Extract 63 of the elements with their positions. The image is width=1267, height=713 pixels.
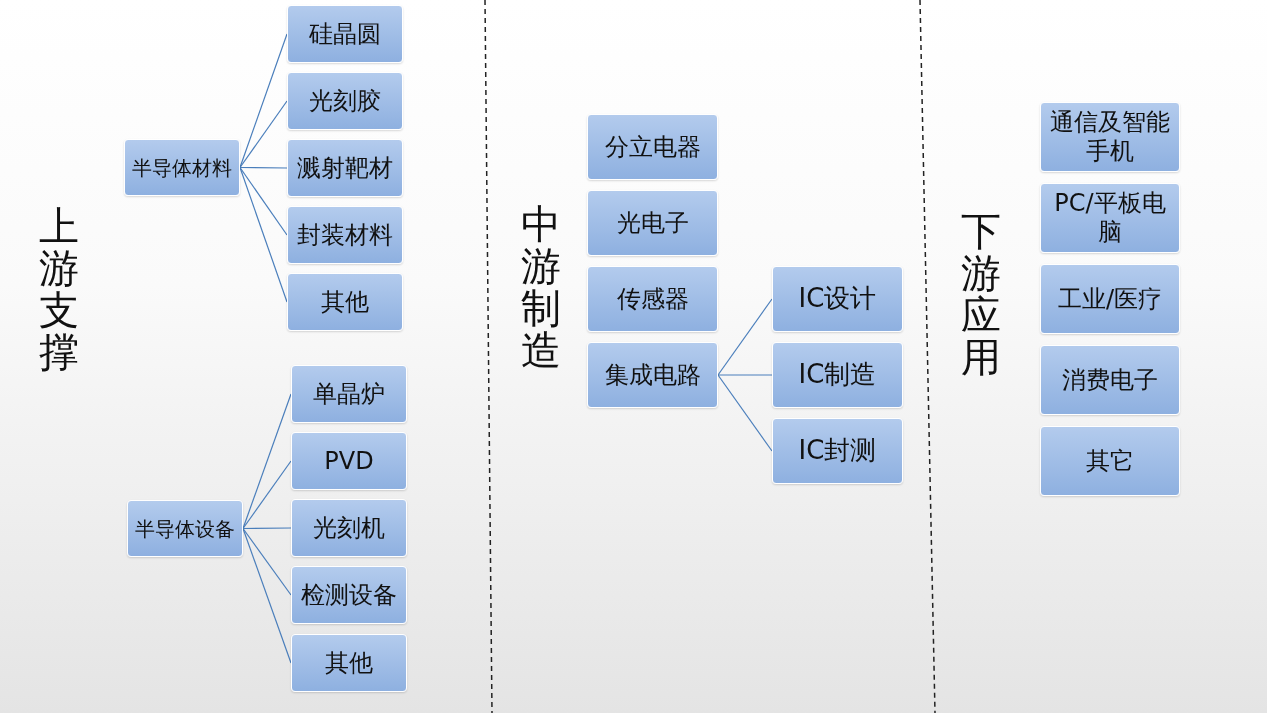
box-label: 传感器 [616, 284, 689, 314]
box-label: PC/平板电脑 [1053, 189, 1167, 247]
category-box [291, 566, 407, 624]
box-label: 单晶炉 [313, 379, 385, 409]
connector-line [242, 527, 292, 664]
stage-heading: 中游制造 [520, 203, 562, 371]
connector-line [239, 166, 288, 236]
category-box [587, 190, 718, 256]
box-label: 集成电路 [604, 360, 701, 390]
category-box [587, 114, 718, 180]
box-label: 分立电器 [604, 132, 701, 162]
box-label: 溅射靶材 [297, 153, 393, 183]
category-box [291, 432, 407, 490]
category-box [127, 500, 243, 557]
category-box [772, 342, 903, 408]
category-box [1040, 264, 1180, 334]
stage-heading: 下游应用 [960, 210, 1002, 378]
connector-line [242, 460, 292, 530]
category-box [291, 365, 407, 423]
category-box [1040, 183, 1180, 253]
connector-line [242, 527, 292, 530]
box-label: IC制造 [798, 359, 877, 391]
box-label: IC封测 [798, 435, 877, 467]
box-label: 其他 [325, 648, 373, 678]
box-label: 光刻机 [313, 513, 385, 543]
category-box [287, 5, 403, 63]
category-box [1040, 102, 1180, 172]
box-label: IC设计 [798, 283, 877, 315]
box-label: 检测设备 [301, 580, 397, 610]
box-label: 其它 [1086, 446, 1134, 476]
connector-line [717, 374, 773, 376]
box-label: 光电子 [616, 208, 689, 238]
connector-line [717, 374, 773, 452]
connector-line [717, 298, 773, 376]
category-box [1040, 426, 1180, 496]
connector-line [239, 100, 288, 169]
category-box [287, 72, 403, 130]
category-box [287, 139, 403, 197]
box-label: 封装材料 [297, 220, 393, 250]
category-box [287, 206, 403, 264]
category-box [291, 634, 407, 692]
box-label: 消费电子 [1062, 365, 1158, 395]
box-label: 硅晶圆 [309, 19, 381, 49]
box-label: 半导体材料 [132, 155, 232, 180]
category-box [772, 266, 903, 332]
category-box [772, 418, 903, 484]
category-box [287, 273, 403, 331]
connector-line [239, 166, 288, 303]
box-label: 其他 [321, 287, 369, 317]
box-label: 光刻胶 [309, 86, 381, 116]
category-box [1040, 345, 1180, 415]
box-label: 通信及智能手机 [1049, 108, 1171, 166]
category-box [124, 139, 240, 196]
connector-line [239, 166, 288, 169]
box-label: PVD [324, 446, 374, 476]
category-box [291, 499, 407, 557]
box-label: 半导体设备 [135, 516, 235, 541]
box-label: 工业/医疗 [1057, 284, 1163, 314]
category-box [587, 342, 718, 408]
connector-line [242, 527, 292, 596]
category-box [587, 266, 718, 332]
connector-line [239, 33, 288, 169]
stage-heading: 上游支撑 [38, 205, 80, 373]
